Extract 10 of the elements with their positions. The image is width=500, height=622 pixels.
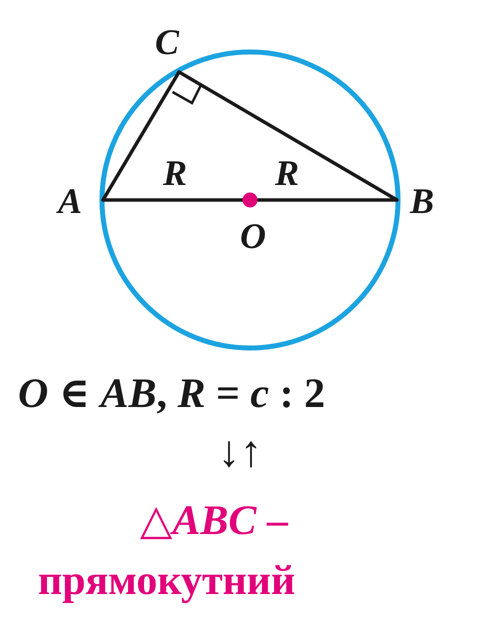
point-label: C <box>155 24 180 60</box>
radius-label: R <box>275 155 300 191</box>
statement-text: прямокутний <box>38 560 296 602</box>
triangle-statement: △ABC – <box>140 500 288 542</box>
equivalence-arrows: ↓↑ <box>218 430 262 474</box>
radius-label: R <box>163 155 188 191</box>
point-label: B <box>410 183 434 219</box>
point-label: O <box>240 218 266 254</box>
point-label: A <box>58 183 82 219</box>
formula-text: O ∈ AB, R = c : 2 <box>18 373 326 415</box>
